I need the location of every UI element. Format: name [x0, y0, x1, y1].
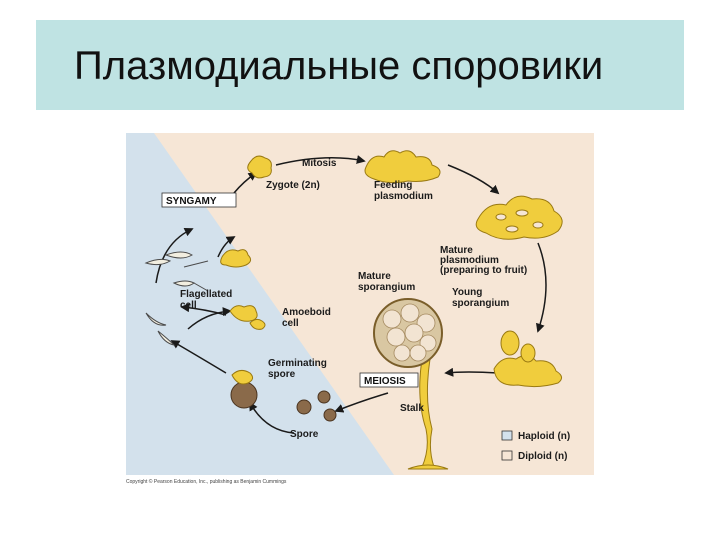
mature-plasmodium-label-3: (preparing to fruit) [440, 265, 527, 276]
amoeboid-cell-label-2: cell [282, 318, 299, 329]
meiosis-label: MEIOSIS [364, 376, 406, 387]
mature-sporangium-label-2: sporangium [358, 282, 415, 293]
slide-title: Плазмодиальные споровики [74, 44, 604, 88]
mature-plasmodium [475, 195, 563, 240]
amoeboid-cells [220, 249, 266, 330]
flagellated-cells [144, 251, 209, 346]
spores [296, 390, 337, 422]
zygote-cell [247, 155, 272, 179]
syngamy-box [161, 192, 237, 208]
copyright-notice: Copyright © Pearson Education, Inc., pub… [126, 479, 287, 485]
arrow-germinating-to-flagellated [170, 340, 227, 374]
life-cycle-diagram: SYNGAMY MEIOSIS Mitosis Zygote (2n) Feed… [126, 133, 594, 475]
arrow-amoeboid-to-syngamy [217, 236, 236, 258]
haploid-background [126, 133, 394, 475]
legend-haploid-label: Haploid (n) [518, 431, 570, 442]
legend-diploid-label: Diploid (n) [518, 451, 567, 462]
mature-sporangium-label-1: Mature [358, 271, 391, 282]
mature-plasmodium-label-1: Mature [440, 245, 473, 256]
meiosis-box [359, 372, 419, 388]
arrow-spore-to-germinating [249, 401, 295, 434]
germinating-spore-label-2: spore [268, 369, 296, 380]
syngamy-label: SYNGAMY [166, 196, 217, 207]
arrow-young-to-stalk [444, 367, 499, 377]
legend-haploid-swatch [501, 430, 513, 441]
title-bar: Плазмодиальные споровики [36, 20, 684, 110]
spore-label: Spore [290, 429, 319, 440]
stalk-label: Stalk [400, 403, 424, 414]
germinating-spore [230, 369, 258, 409]
young-sporangium-label-1: Young [452, 287, 482, 298]
mitosis-label: Mitosis [302, 158, 337, 169]
arrow-zygote-to-plasmodium [275, 155, 366, 166]
amoeboid-cell-label-1: Amoeboid [282, 307, 331, 318]
arrow-flagellated-to-syngamy [155, 227, 194, 284]
sporangium-spores [382, 303, 437, 362]
young-sporangium [493, 330, 562, 388]
stalk-base [407, 464, 449, 470]
arrow-feeding-to-mature [447, 164, 500, 195]
flagellated-cell-label-2: cell [180, 300, 197, 311]
arrow-meiosis-to-spores [334, 392, 389, 413]
young-sporangium-label-2: sporangium [452, 298, 509, 309]
feeding-plasmodium-label-2: plasmodium [374, 191, 433, 202]
germinating-spore-label-1: Germinating [268, 358, 327, 369]
arrow-flagellated-to-amoeboid [187, 307, 232, 330]
zygote-label: Zygote (2n) [266, 180, 320, 191]
feeding-plasmodium-label-1: Feeding [374, 180, 412, 191]
feeding-plasmodium [364, 150, 441, 184]
legend-diploid-swatch [501, 450, 513, 461]
arrow-amoeboid-to-flagellated [180, 303, 227, 316]
flagellated-cell-label-1: Flagellated [180, 289, 232, 300]
mature-plasmodium-label-2: plasmodium [440, 255, 499, 266]
arrow-mature-to-young [536, 242, 547, 333]
cycle-arrows [155, 155, 547, 434]
